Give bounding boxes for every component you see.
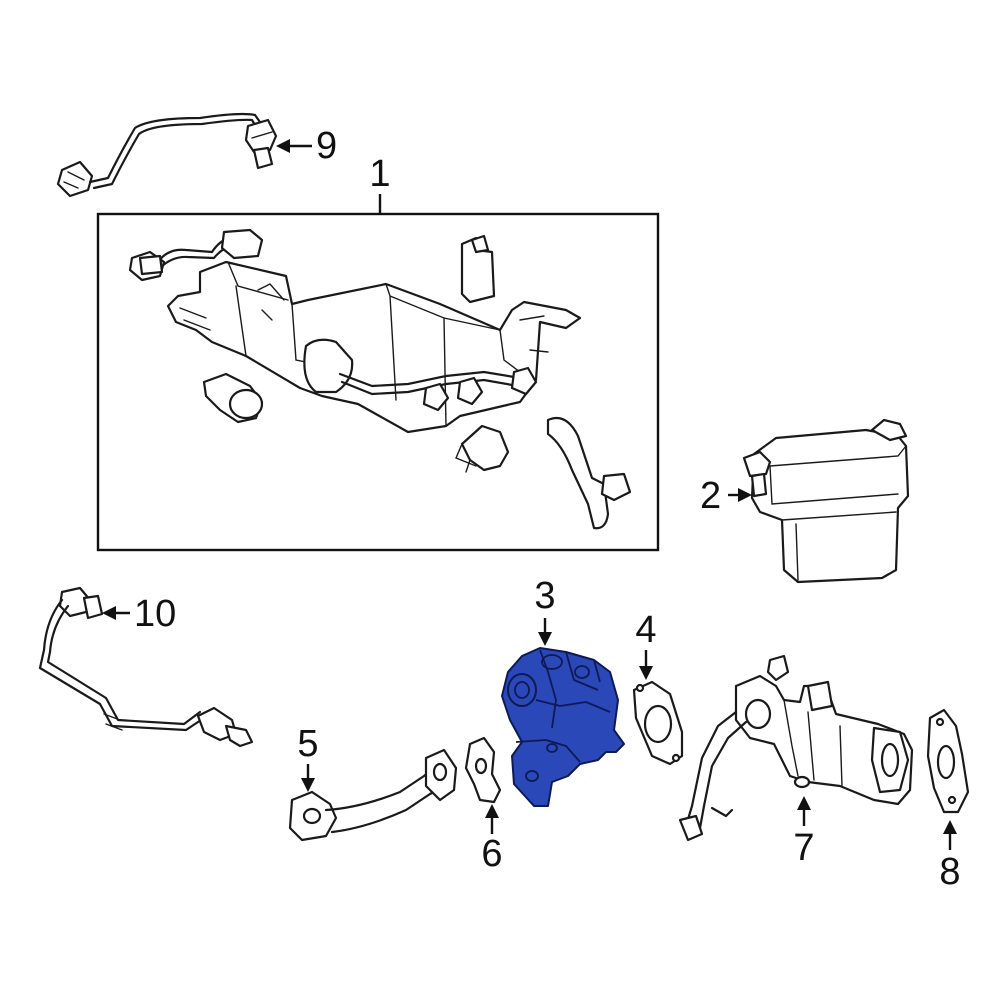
part-1-canister-assembly[interactable]: [96, 194, 660, 552]
callout-4: 4: [635, 609, 656, 651]
part-10-sensor[interactable]: [38, 586, 254, 748]
callout-9: 9: [316, 125, 337, 167]
callout-8: 8: [939, 851, 960, 893]
callout-5: 5: [297, 723, 318, 765]
callout-1: 1: [369, 153, 390, 195]
callout-3: 3: [534, 575, 555, 617]
callout-7: 7: [793, 827, 814, 869]
part-1-box: [96, 212, 660, 552]
callout-2: 2: [700, 475, 721, 517]
part-3-egr-valve[interactable]: [501, 647, 625, 807]
part-7-egr-cooler[interactable]: [678, 654, 914, 842]
part-4-gasket[interactable]: [632, 680, 684, 766]
callout-10: 10: [134, 593, 176, 635]
callout-6: 6: [481, 833, 502, 875]
part-2-tank[interactable]: [742, 418, 910, 584]
part-5-egr-pipe[interactable]: [288, 748, 458, 842]
part-9-oxygen-sensor[interactable]: [56, 112, 278, 198]
part-8-gasket[interactable]: [926, 708, 970, 814]
part-6-gasket[interactable]: [464, 736, 502, 804]
